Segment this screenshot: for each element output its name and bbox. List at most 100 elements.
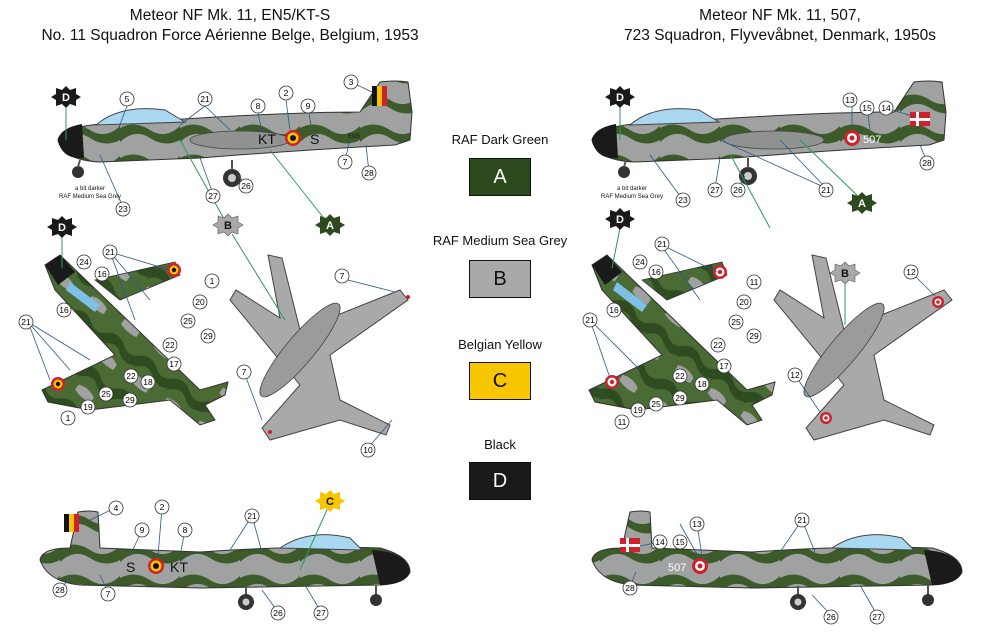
callout-7-lu2: 7 [236, 364, 252, 380]
callout-17-lp: 17 [166, 356, 182, 372]
svg-text:7: 7 [343, 157, 348, 167]
left-note-line2: RAF Medium Sea Grey [59, 194, 121, 200]
callout-28-rt: 28 [919, 155, 935, 171]
callout-22-lp2: 22 [123, 368, 139, 384]
svg-text:26: 26 [241, 181, 251, 191]
callout-21-rt: 21 [818, 182, 834, 198]
callout-25-lp: 25 [180, 313, 196, 329]
star-d-left-plan: D [47, 216, 77, 238]
svg-text:29: 29 [675, 393, 685, 403]
right-title-line1: Meteor NF Mk. 11, 507, [699, 7, 861, 24]
left-title: Meteor NF Mk. 11, EN5/KT-S No. 11 Squadr… [0, 6, 460, 46]
callout-7-lt: 7 [337, 154, 353, 170]
callout-22-rp2: 22 [672, 368, 688, 384]
callout-14-rt: 14 [878, 100, 894, 116]
callout-16-lp: 16 [94, 266, 110, 282]
callout-22-rp: 22 [710, 337, 726, 353]
svg-text:D: D [58, 222, 66, 234]
svg-text:23: 23 [118, 204, 128, 214]
svg-text:21: 21 [105, 247, 115, 257]
svg-text:2: 2 [284, 88, 289, 98]
callout-16-rp: 16 [648, 264, 664, 280]
color-label-d: Black [484, 437, 516, 452]
callout-2-lb: 2 [154, 499, 170, 515]
callout-21-rp2: 21 [582, 312, 598, 328]
right-title-line2: 723 Squadron, Flyvevåbnet, Denmark, 1950… [624, 27, 936, 44]
callout-20-rp: 20 [736, 294, 752, 310]
svg-text:16: 16 [651, 267, 661, 277]
numbered-callouts: 5 21 8 2 9 3 7 28 23 27 26 24 21 16 1 20… [18, 74, 935, 625]
callout-15-rb: 15 [672, 534, 688, 550]
svg-text:13: 13 [692, 519, 702, 529]
callout-2-lt: 2 [278, 85, 294, 101]
svg-text:16: 16 [59, 305, 69, 315]
callout-1-lp2: 1 [60, 410, 76, 426]
svg-text:24: 24 [79, 257, 89, 267]
callout-28-lb: 28 [52, 582, 68, 598]
svg-text:9: 9 [306, 101, 311, 111]
svg-text:8: 8 [183, 525, 188, 535]
svg-text:23: 23 [678, 195, 688, 205]
svg-text:21: 21 [797, 515, 807, 525]
svg-text:1: 1 [66, 413, 71, 423]
svg-text:25: 25 [651, 399, 661, 409]
callout-9-lt: 9 [300, 98, 316, 114]
callout-25-lp2: 25 [98, 386, 114, 402]
star-c-left: C [315, 490, 345, 512]
svg-text:28: 28 [364, 168, 374, 178]
callout-20-lp: 20 [192, 294, 208, 310]
svg-text:22: 22 [713, 340, 723, 350]
callout-27-rt: 27 [707, 182, 723, 198]
svg-text:27: 27 [316, 608, 326, 618]
right-underside-view [773, 254, 953, 441]
svg-text:26: 26 [826, 612, 836, 622]
color-letter-b: B [493, 267, 507, 290]
star-a-right: A [847, 192, 877, 214]
callout-28-lt: 28 [361, 165, 377, 181]
svg-text:25: 25 [101, 389, 111, 399]
callout-21-lt: 21 [197, 91, 213, 107]
svg-text:9: 9 [140, 525, 145, 535]
left-bottom-code-kt: KT [170, 559, 188, 575]
star-a-left: A [315, 214, 345, 236]
left-bottom-code-s: S [126, 559, 135, 575]
left-top-serial: EN5 [348, 134, 360, 140]
color-swatch-b: B [469, 260, 531, 298]
callout-4-lb: 4 [108, 500, 124, 516]
svg-text:B: B [841, 268, 849, 280]
callout-8-lt: 8 [250, 98, 266, 114]
svg-text:A: A [858, 198, 866, 210]
color-letter-c: C [492, 369, 508, 392]
svg-text:19: 19 [633, 405, 643, 415]
callout-3-lt: 3 [343, 74, 359, 90]
svg-text:21: 21 [247, 511, 257, 521]
svg-text:A: A [326, 220, 334, 232]
svg-text:26: 26 [273, 608, 283, 618]
right-bottom-side-view: 507 [591, 510, 963, 610]
callout-7-lb: 7 [100, 586, 116, 602]
svg-text:12: 12 [906, 267, 916, 277]
callout-29-lp2: 29 [122, 392, 138, 408]
color-label-c: Belgian Yellow [458, 337, 542, 352]
svg-text:21: 21 [821, 185, 831, 195]
right-note-line1: a bit darker [617, 186, 647, 192]
callout-7-lu: 7 [334, 268, 350, 284]
svg-text:3: 3 [349, 77, 354, 87]
svg-text:29: 29 [749, 331, 759, 341]
svg-text:11: 11 [618, 417, 627, 427]
svg-text:27: 27 [208, 191, 218, 201]
callout-13-rt: 13 [842, 92, 858, 108]
callout-26-lt: 26 [238, 178, 254, 194]
callout-21-lp2: 21 [18, 314, 34, 330]
left-top-code-kt: KT [258, 131, 276, 147]
svg-text:16: 16 [609, 305, 619, 315]
callout-24-rp: 24 [632, 254, 648, 270]
right-note-line2: RAF Medium Sea Grey [601, 194, 663, 200]
callout-17-rp: 17 [716, 358, 732, 374]
svg-text:20: 20 [195, 297, 205, 307]
color-stars: D A B D C D A D B [47, 86, 877, 512]
svg-text:29: 29 [203, 331, 213, 341]
svg-text:15: 15 [862, 103, 872, 113]
left-top-side-view: KT S EN5 a bit darker RAF Medium Sea Gre… [57, 80, 413, 200]
callout-18-lp: 18 [140, 374, 156, 390]
